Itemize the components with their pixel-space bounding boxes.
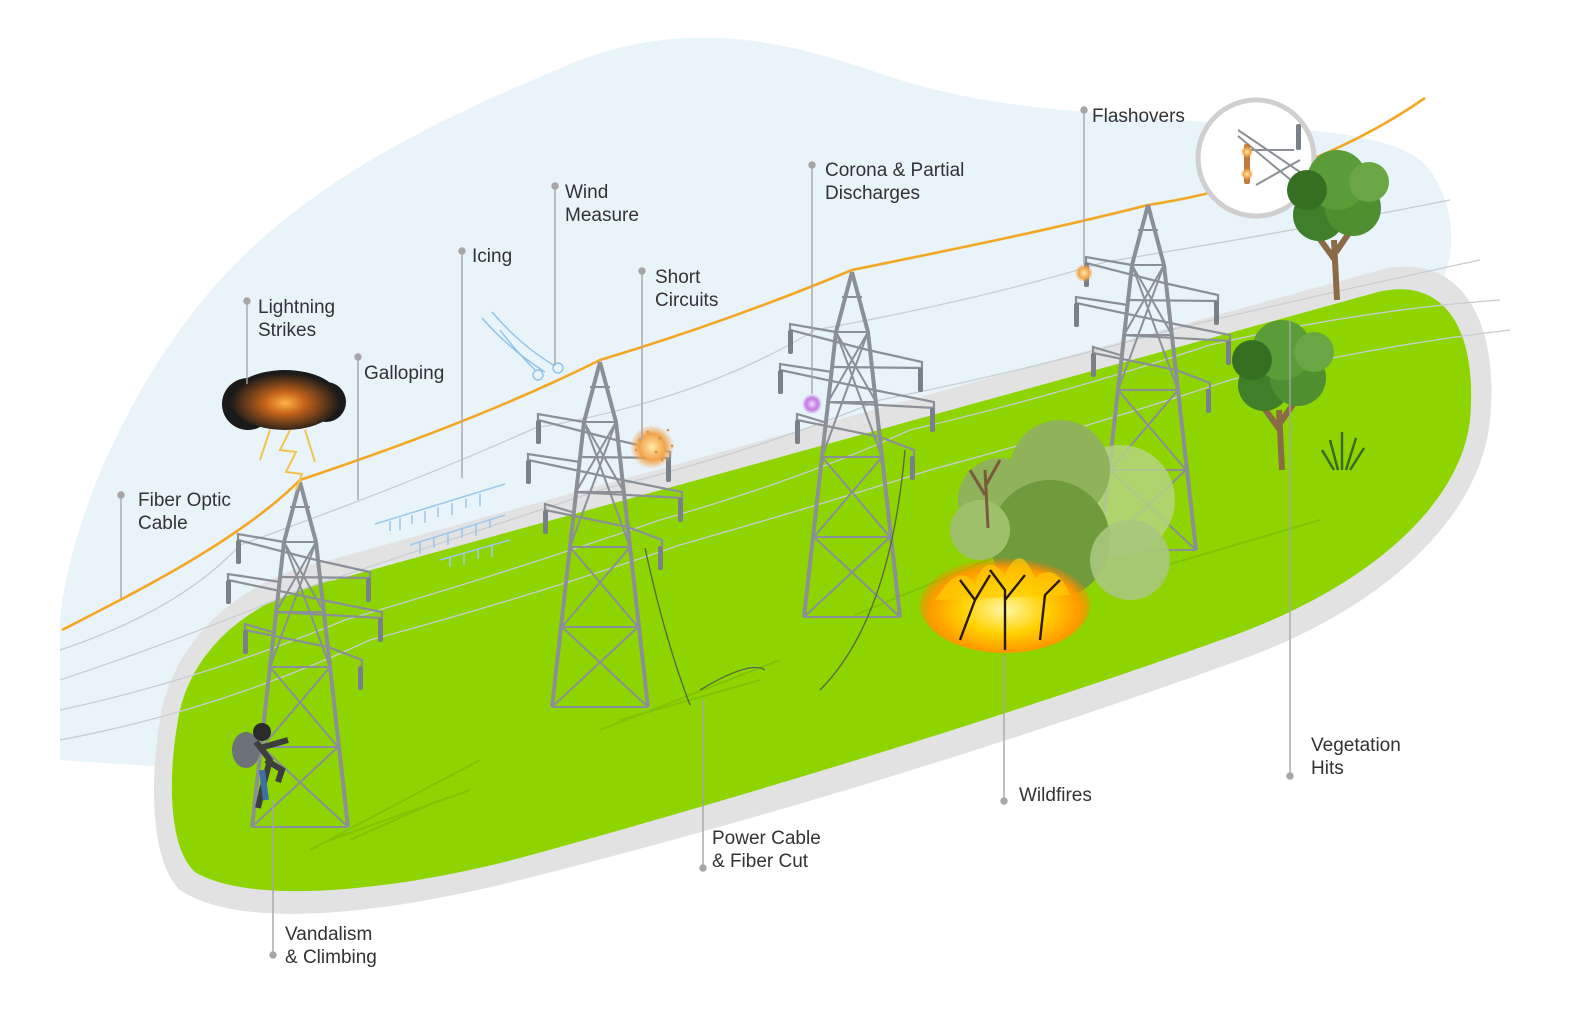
label-flashovers: Flashovers	[1092, 106, 1185, 127]
label-vandalism-climbing: Vandalism & Climbing	[285, 924, 377, 968]
label-fiber-optic-cable: Fiber Optic Cable	[138, 490, 231, 534]
corona-glow-icon	[802, 394, 822, 414]
dead-tree-icon	[968, 459, 1002, 529]
climber-person-icon	[232, 723, 289, 809]
leader-lines	[117, 106, 1294, 959]
broken-cable-line	[644, 449, 906, 706]
grass-tuft-icon	[1320, 432, 1366, 471]
storm-cloud-icon	[222, 370, 346, 430]
label-corona-partial-discharges: Corona & Partial Discharges	[825, 160, 965, 204]
label-lightning-strikes: Lightning Strikes	[258, 297, 336, 341]
lightning-bolt-icon	[259, 429, 316, 491]
label-icing: Icing	[472, 246, 513, 267]
label-galloping: Galloping	[364, 363, 445, 384]
label-vegetation-hits: Vegetation Hits	[1311, 735, 1401, 779]
label-power-cable-fiber-cut: Power Cable & Fiber Cut	[712, 828, 821, 872]
ground	[171, 289, 1472, 892]
icicles-icon	[374, 483, 511, 567]
label-wind-measure: Wind Measure	[565, 182, 639, 226]
magnifier-inset-icon	[1195, 97, 1317, 219]
label-short-circuits: Short Circuits	[655, 267, 719, 311]
spark-burst-icon	[630, 425, 674, 469]
flashover-glow-icon	[1075, 264, 1093, 282]
wind-gust-icon	[481, 311, 564, 381]
fiber-optic-cable-line	[61, 96, 1426, 632]
fire-icon	[920, 557, 1090, 653]
label-wildfires: Wildfires	[1019, 785, 1092, 806]
